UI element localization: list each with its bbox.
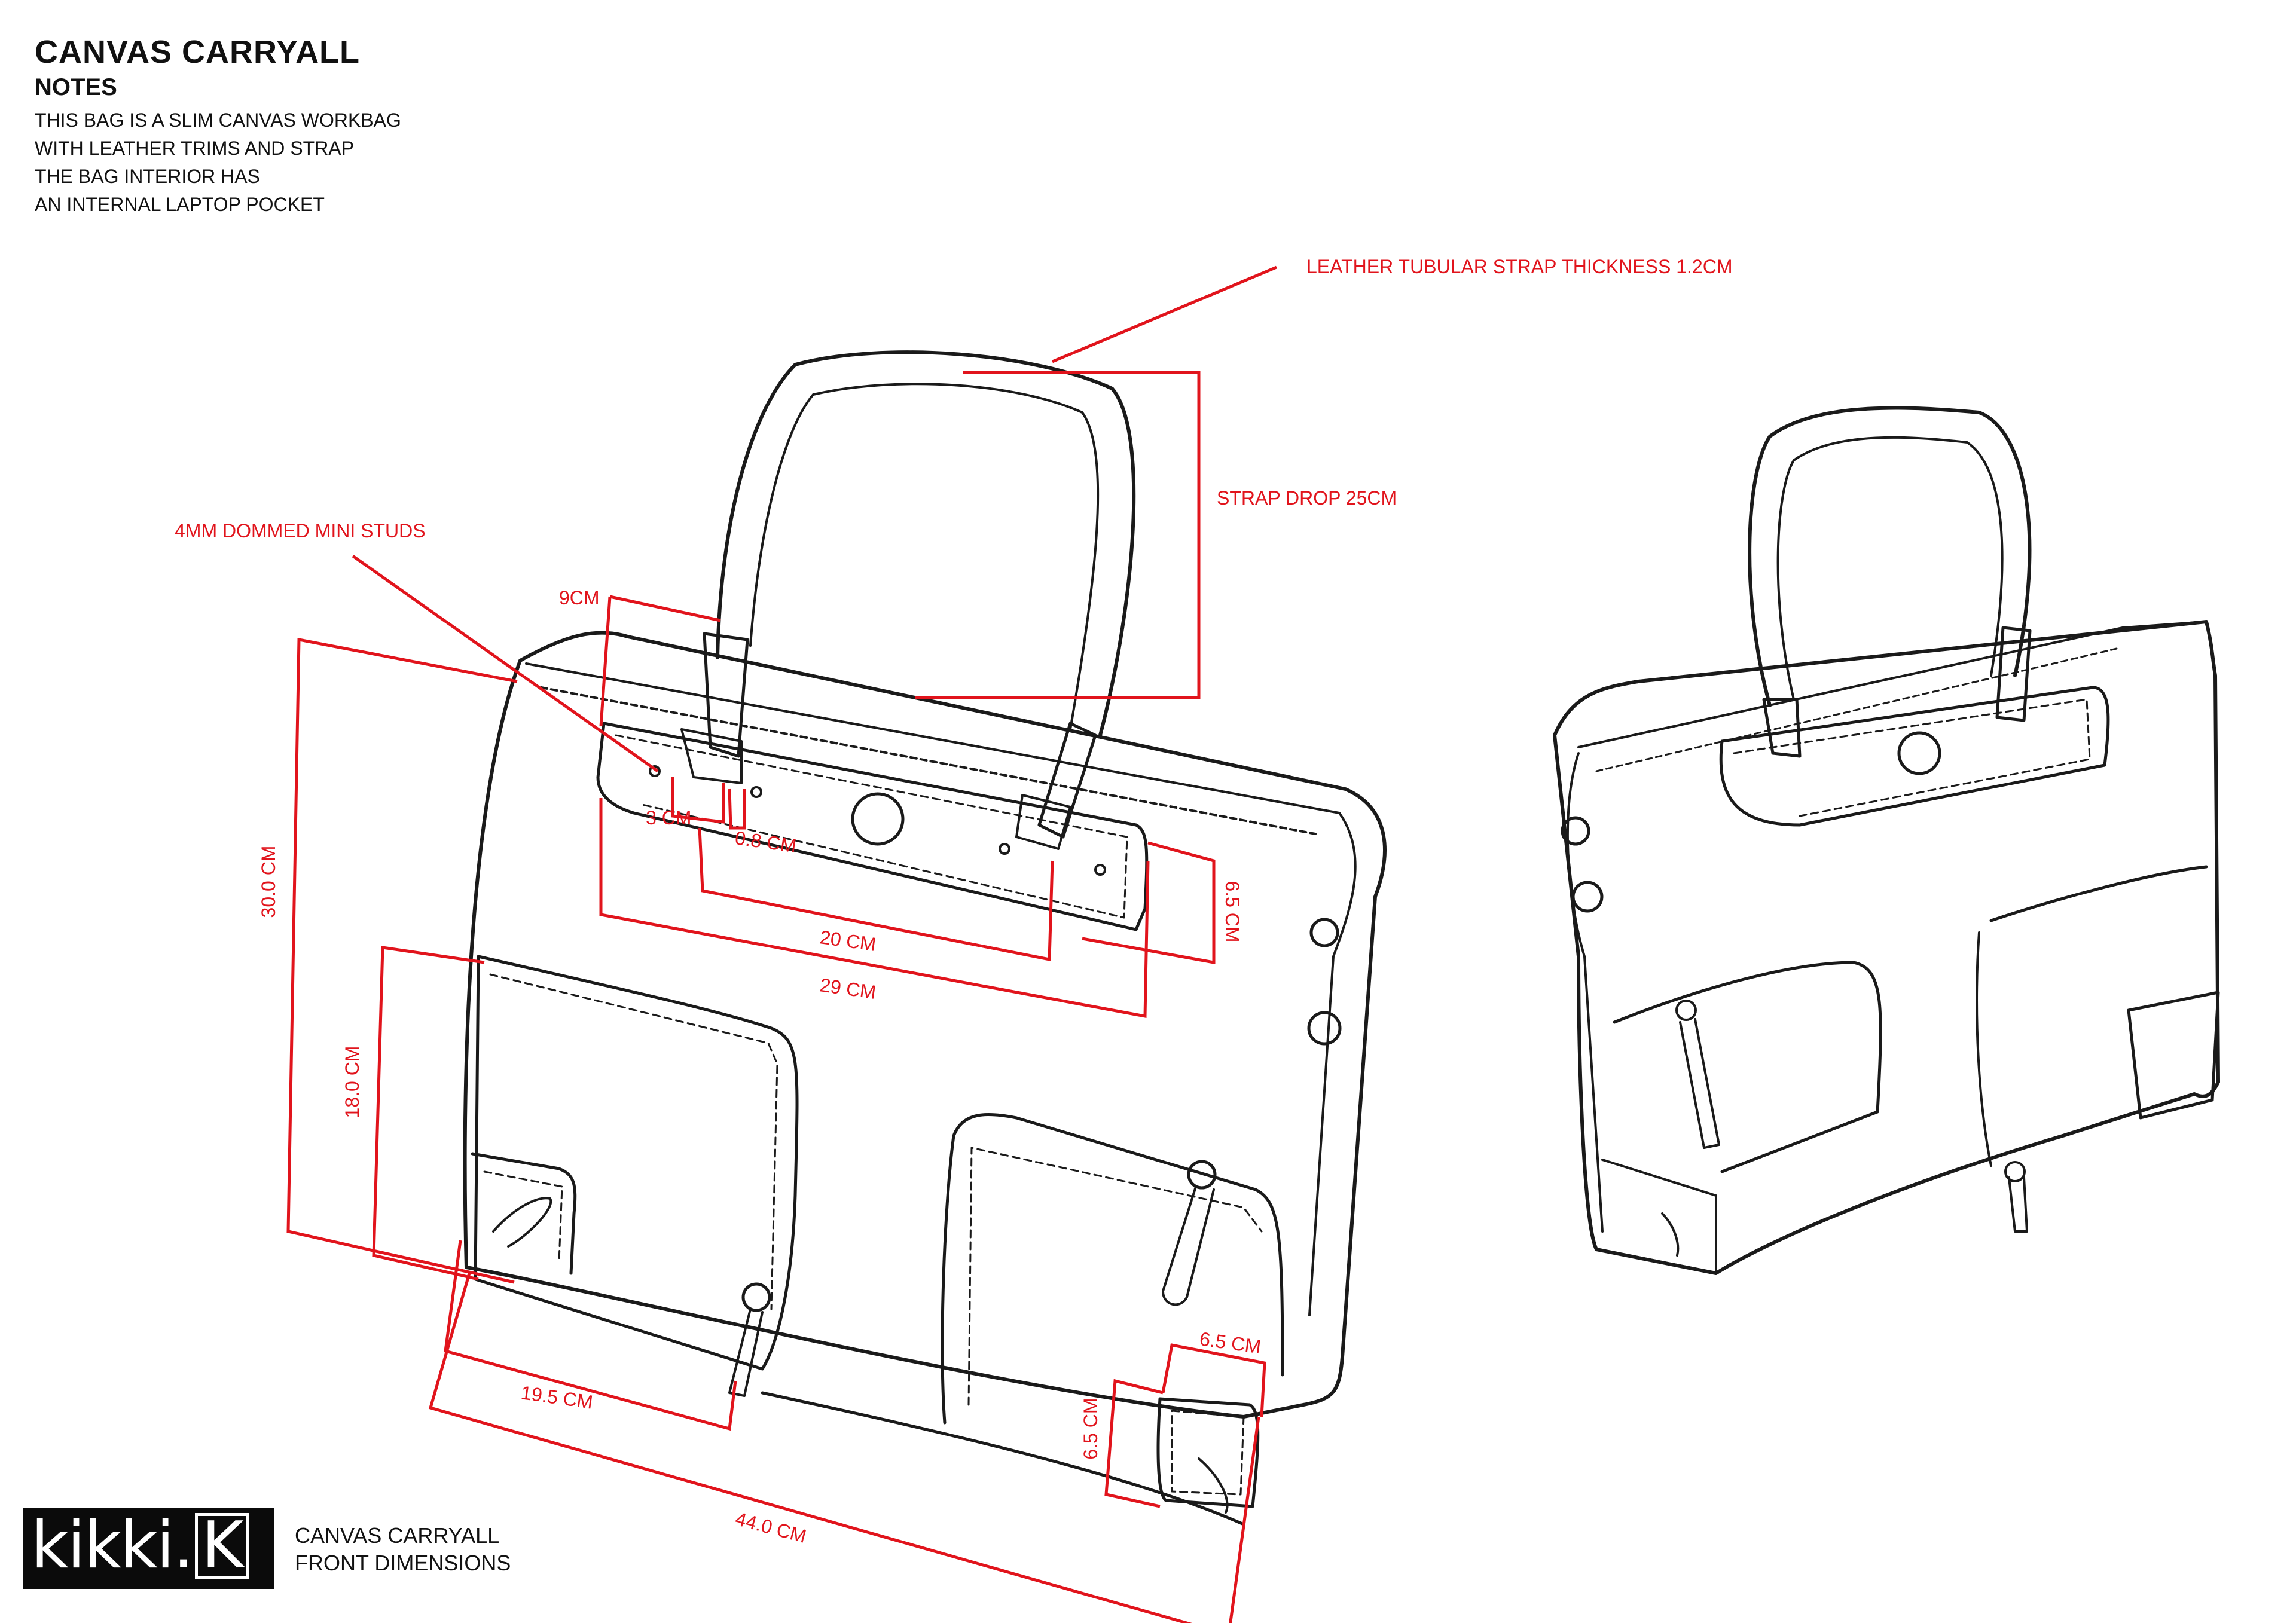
footer-line-2: FRONT DIMENSIONS [295,1551,511,1575]
callout-studs: 4MM DOMMED MINI STUDS [175,520,426,542]
logo-letter: K [194,1513,249,1579]
front-bag-illustration [463,350,1387,1526]
notes-heading: NOTES [35,74,117,100]
footer-caption: CANVAS CARRYALL FRONT DIMENSIONS [295,1522,511,1577]
dim-panel-height: 6.5 CM [1222,881,1243,942]
dim-pocket-width: 19.5 CM [520,1381,594,1413]
side-bag-illustration [1553,406,2220,1275]
dimension-lines [286,265,1277,1623]
note-line: AN INTERNAL LAPTOP POCKET [35,194,325,215]
callout-strap-thickness: LEATHER TUBULAR STRAP THICKNESS 1.2CM [1306,256,1733,277]
dim-pocket-height: 18.0 CM [341,1046,363,1118]
page-title: CANVAS CARRYALL [35,34,361,70]
note-line: THE BAG INTERIOR HAS [35,166,260,187]
dim-stud-spacing-a: 3 CM [646,807,692,829]
notes-list: THIS BAG IS A SLIM CANVAS WORKBAG WITH L… [35,106,401,219]
logo-word: kikki. [31,1508,194,1583]
callout-strap-drop: STRAP DROP 25CM [1217,487,1397,509]
dim-panel-outer: 29 CM [819,974,877,1003]
footer-line-1: CANVAS CARRYALL [295,1523,500,1548]
dim-panel-inner: 20 CM [819,926,877,955]
dim-tab-width: 9CM [559,587,600,609]
dim-corner-height: 6.5 CM [1080,1398,1101,1459]
dim-bag-height: 30.0 CM [258,846,279,918]
note-line: WITH LEATHER TRIMS AND STRAP [35,137,354,159]
brand-logo: kikki.K [23,1508,274,1589]
note-line: THIS BAG IS A SLIM CANVAS WORKBAG [35,109,401,131]
dim-stud-spacing-b: 0.8 CM [734,827,798,857]
